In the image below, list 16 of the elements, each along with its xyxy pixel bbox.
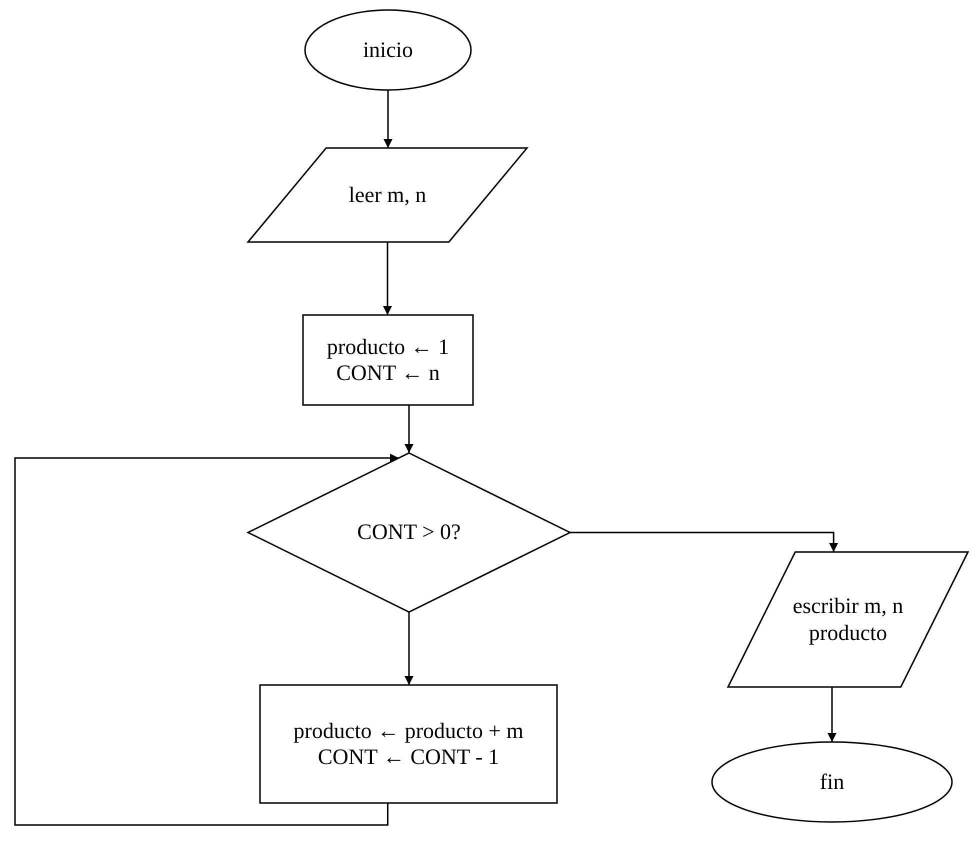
arrow xyxy=(384,90,392,148)
node-text: leer m, n xyxy=(348,182,426,208)
node-text: producto ← producto + m xyxy=(294,718,524,744)
node-text: producto ← 1 xyxy=(326,334,450,360)
arrow xyxy=(828,687,836,742)
arrow xyxy=(404,405,414,453)
node-text: escribir m, n producto xyxy=(792,593,904,646)
arrow xyxy=(383,242,392,315)
node-text: CONT ← CONT - 1 xyxy=(318,744,500,770)
arrow xyxy=(404,612,414,685)
node-text: CONT ← n xyxy=(336,360,440,386)
arrow xyxy=(570,532,838,552)
node-text: inicio xyxy=(362,36,414,64)
arrow xyxy=(14,454,399,826)
node-text: CONT > 0? xyxy=(357,519,461,546)
node-text: fin xyxy=(820,768,844,796)
